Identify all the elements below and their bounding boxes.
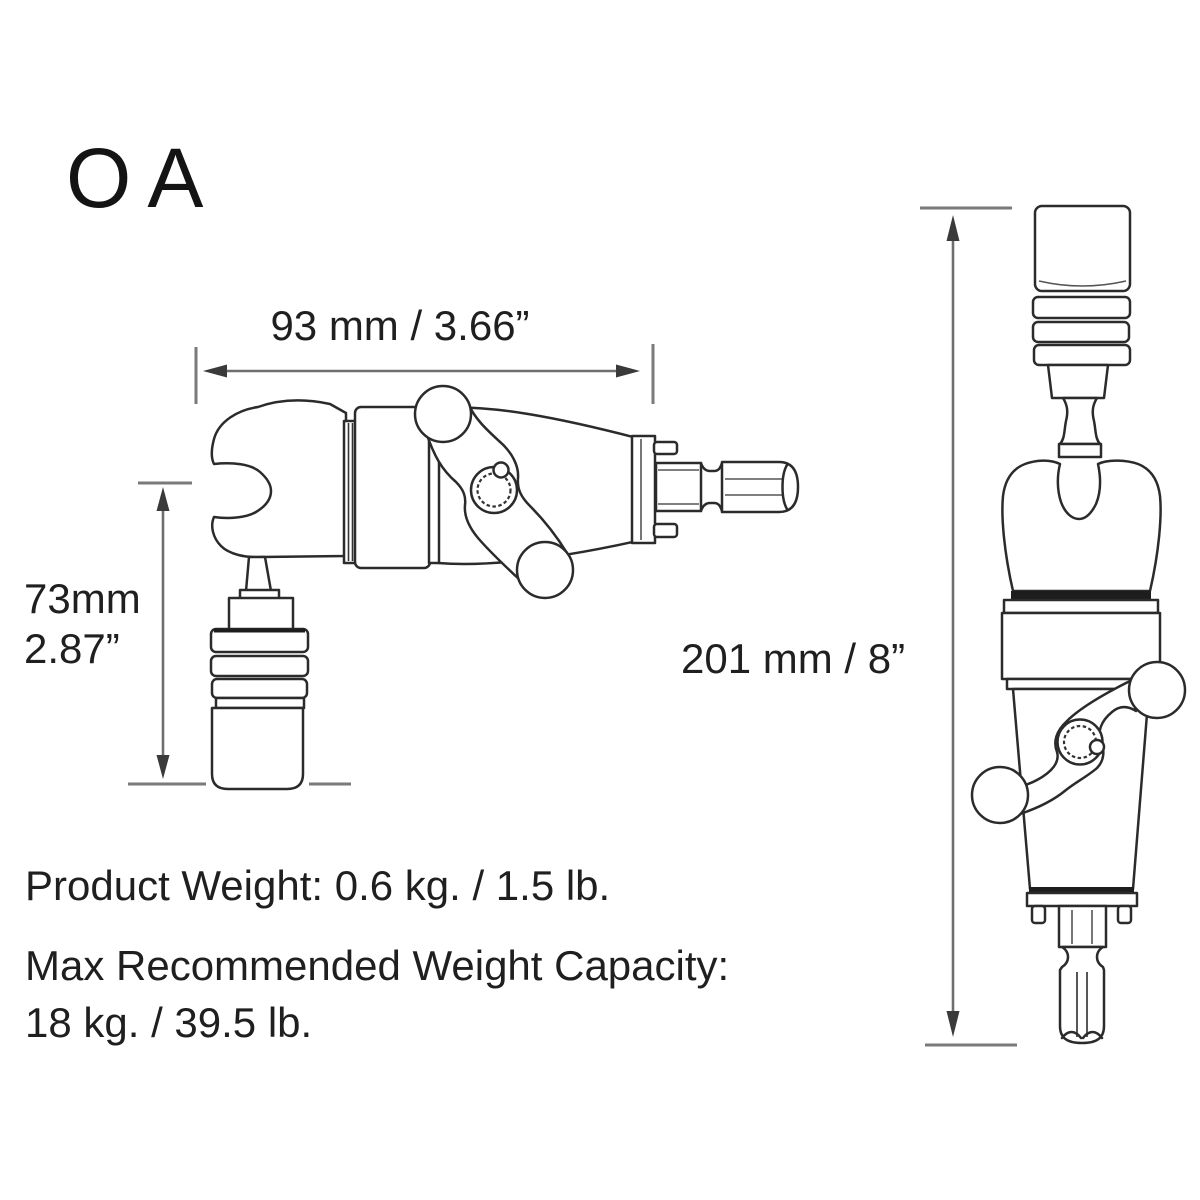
overall-length-label: 201 mm / 8” <box>681 635 906 682</box>
side-view-drawing <box>209 384 800 791</box>
dimension-width-arrow <box>194 344 655 404</box>
width-dimension-label: 93 mm / 3.66” <box>270 302 530 349</box>
max-capacity-title: Max Recommended Weight Capacity: <box>25 942 730 989</box>
max-capacity-value: 18 kg. / 39.5 lb. <box>25 999 313 1046</box>
height-dimension-mm: 73mm <box>24 575 141 622</box>
front-view-drawing <box>970 204 1187 1045</box>
dimension-height-arrow <box>128 481 351 786</box>
height-dimension-label: 73mm 2.87” <box>24 574 141 674</box>
height-dimension-inch: 2.87” <box>24 625 120 672</box>
brand-logo: OA <box>66 131 220 225</box>
product-weight-text: Product Weight: 0.6 kg. / 1.5 lb. <box>25 862 611 909</box>
dimension-length-arrow <box>920 206 1017 1047</box>
